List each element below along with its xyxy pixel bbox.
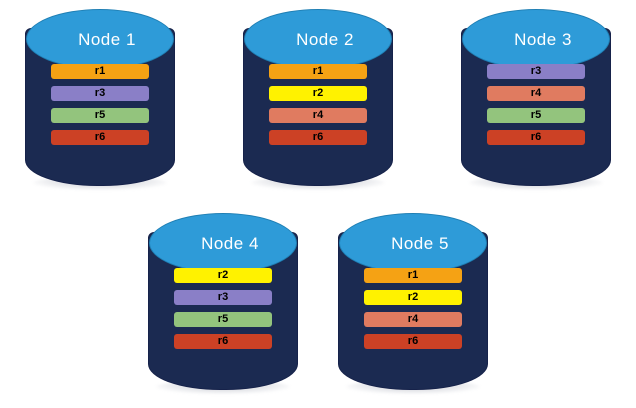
node-top-disc: Node 5	[339, 213, 487, 273]
replica-bar-r2[interactable]: r2	[174, 268, 272, 283]
node-label: Node 3	[514, 29, 572, 49]
node-label: Node 4	[201, 233, 259, 253]
node-label: Node 5	[391, 233, 449, 253]
replica-bar-r3[interactable]: r3	[487, 64, 585, 79]
replica-bar-r6[interactable]: r6	[487, 130, 585, 145]
node-node-3[interactable]: Node 3 r3 r4 r5 r6	[461, 8, 611, 190]
node-row-bottom: Node 4 r2 r3 r5 r6 Node 5 r1 r2 r4 r6	[0, 212, 636, 394]
replica-bar-r2[interactable]: r2	[269, 86, 367, 101]
replica-bar-r6[interactable]: r6	[51, 130, 149, 145]
replica-bar-r6[interactable]: r6	[174, 334, 272, 349]
node-label: Node 1	[78, 29, 136, 49]
replica-bar-r4[interactable]: r4	[487, 86, 585, 101]
node-label: Node 2	[296, 29, 354, 49]
replica-bar-r6[interactable]: r6	[364, 334, 462, 349]
replica-bar-r5[interactable]: r5	[51, 108, 149, 123]
replica-stack: r3 r4 r5 r6	[461, 64, 611, 145]
node-top-disc: Node 1	[26, 9, 174, 69]
replica-bar-r2[interactable]: r2	[364, 290, 462, 305]
node-top-disc: Node 4	[149, 213, 297, 273]
replica-bar-r3[interactable]: r3	[174, 290, 272, 305]
node-row-top: Node 1 r1 r3 r5 r6 Node 2 r1 r2 r4 r6 Node 3 r3 r4 r5…	[0, 8, 636, 190]
node-node-4[interactable]: Node 4 r2 r3 r5 r6	[148, 212, 298, 394]
replica-bar-r1[interactable]: r1	[51, 64, 149, 79]
node-node-1[interactable]: Node 1 r1 r3 r5 r6	[25, 8, 175, 190]
replica-stack: r1 r2 r4 r6	[338, 268, 488, 349]
replica-bar-r1[interactable]: r1	[269, 64, 367, 79]
node-top-disc: Node 3	[462, 9, 610, 69]
replica-bar-r5[interactable]: r5	[487, 108, 585, 123]
replica-bar-r1[interactable]: r1	[364, 268, 462, 283]
node-node-2[interactable]: Node 2 r1 r2 r4 r6	[243, 8, 393, 190]
replica-bar-r4[interactable]: r4	[364, 312, 462, 327]
replica-bar-r3[interactable]: r3	[51, 86, 149, 101]
replica-bar-r6[interactable]: r6	[269, 130, 367, 145]
replica-stack: r1 r3 r5 r6	[25, 64, 175, 145]
replica-bar-r4[interactable]: r4	[269, 108, 367, 123]
replica-bar-r5[interactable]: r5	[174, 312, 272, 327]
replica-stack: r2 r3 r5 r6	[148, 268, 298, 349]
node-node-5[interactable]: Node 5 r1 r2 r4 r6	[338, 212, 488, 394]
replica-stack: r1 r2 r4 r6	[243, 64, 393, 145]
node-top-disc: Node 2	[244, 9, 392, 69]
